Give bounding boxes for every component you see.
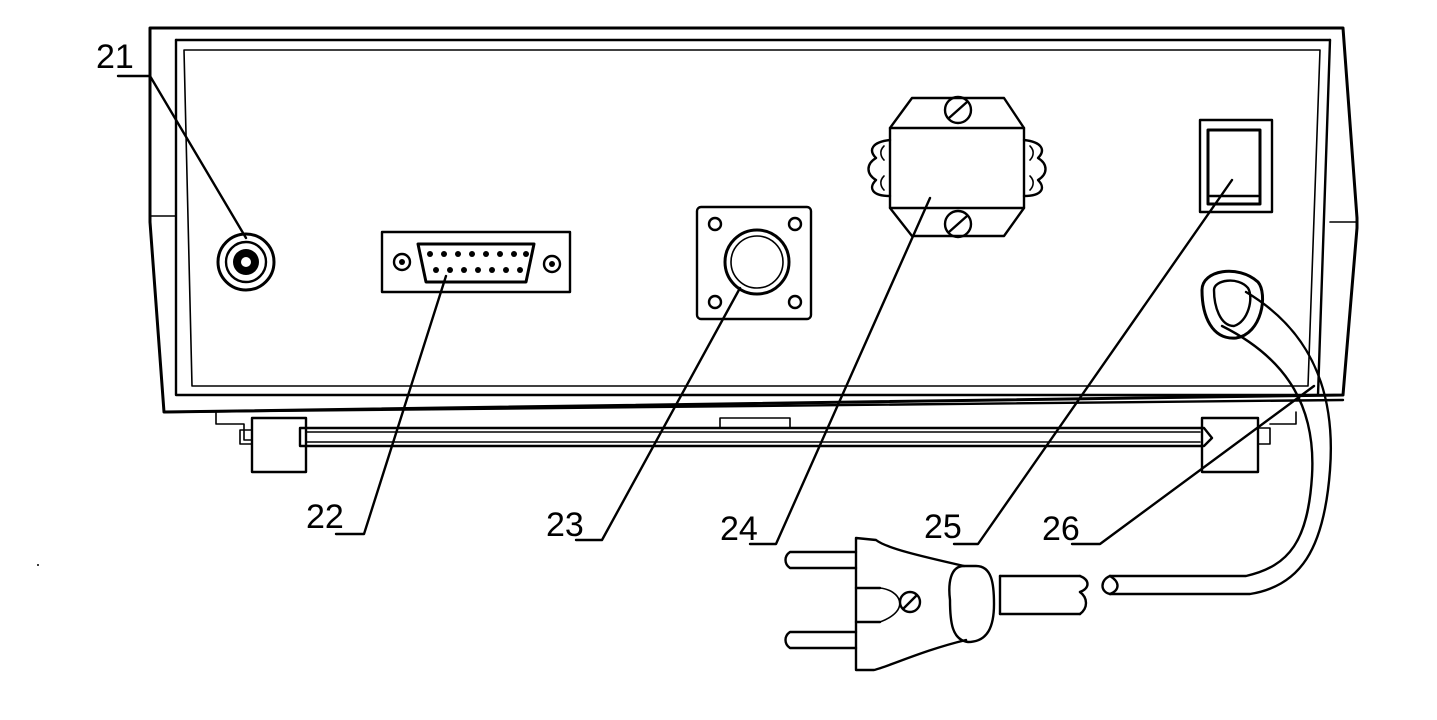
round-jack-21 [216, 232, 276, 292]
callout-label-24: 24 [720, 510, 758, 548]
base-feet [215, 411, 1297, 474]
d-sub-pins [427, 251, 529, 273]
callout-label-21: 21 [96, 38, 134, 76]
callout-label-23: 23 [546, 506, 584, 544]
callout-label-26: 26 [1042, 510, 1080, 548]
fuse-holder-24 [867, 95, 1047, 239]
d-sub-connector-22 [380, 230, 572, 294]
callout-label-25: 25 [924, 508, 962, 546]
power-cord-26 [998, 269, 1332, 616]
power-plug [784, 536, 996, 672]
callout-label-22: 22 [306, 498, 344, 536]
enclosure [148, 26, 1359, 414]
stray-dot [37, 564, 39, 566]
round-socket-23 [695, 205, 813, 321]
rocker-switch-25 [1198, 118, 1274, 214]
callout-labels: 21 22 23 24 25 26 [96, 38, 1080, 548]
leader-lines [116, 74, 1316, 546]
